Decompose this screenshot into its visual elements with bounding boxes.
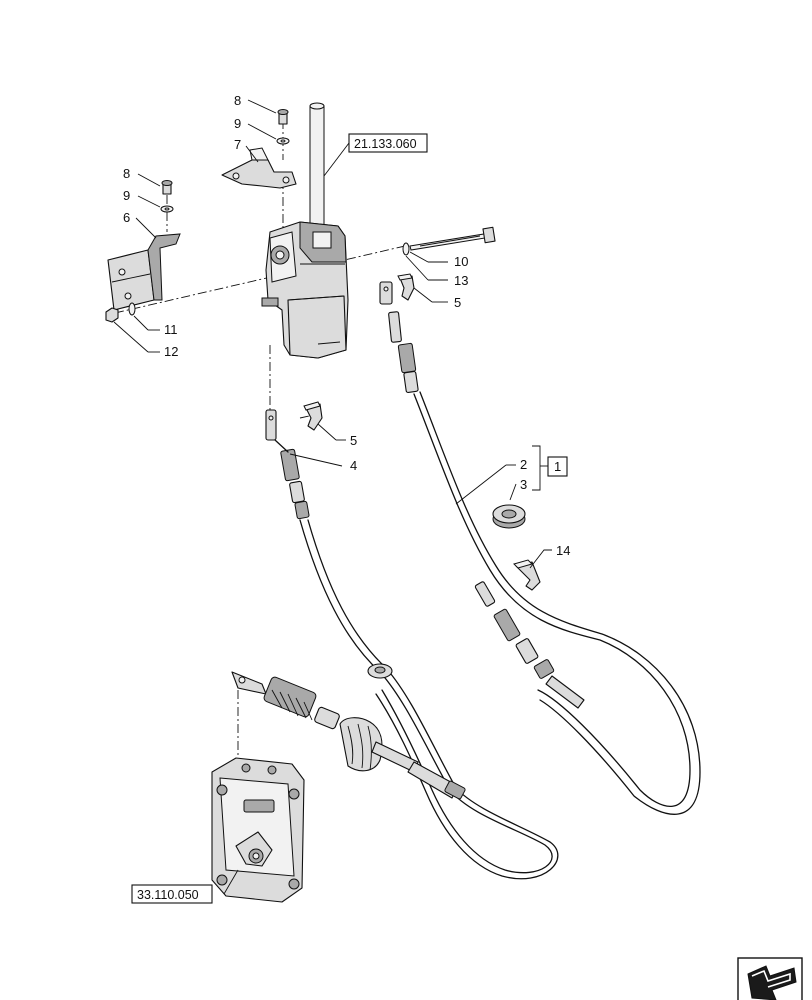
grommet-3 [492, 504, 526, 529]
bolt-10 [409, 226, 496, 251]
reference-bottom-label: 33.110.050 [137, 888, 199, 902]
callout-5-middle: 5 [350, 433, 357, 448]
lower-fork-boot [231, 671, 466, 800]
clip-14 [513, 559, 541, 591]
cable-2 [379, 281, 701, 815]
callout-labels: 8 9 7 8 9 6 10 13 5 11 12 5 4 2 3 14 [123, 93, 570, 558]
reference-bottom[interactable]: 33.110.050 [131, 884, 213, 904]
bolt-8-left [161, 180, 173, 195]
washer-13 [402, 242, 410, 256]
reference-top-label: 21.133.060 [354, 137, 417, 151]
callout-1-box: 1 [547, 456, 568, 477]
callout-2: 2 [520, 457, 527, 472]
back-arrow-icon[interactable] [737, 957, 803, 1000]
callout-5-upper: 5 [454, 295, 461, 310]
cable-4 [265, 409, 559, 880]
assembly-centerlines [114, 120, 406, 760]
washer-9-top [276, 137, 290, 145]
nut-12 [105, 307, 119, 323]
callout-10: 10 [454, 254, 468, 269]
leader-lines [113, 99, 552, 895]
callout-4: 4 [350, 458, 357, 473]
bracket-6 [107, 233, 181, 311]
washer-11 [128, 302, 136, 316]
callout-1: 1 [554, 459, 561, 474]
bolt-8-top [277, 109, 289, 125]
callout-8-top: 8 [234, 93, 241, 108]
callout-9-top: 9 [234, 116, 241, 131]
bracket-7 [221, 147, 297, 189]
clip-5-upper [397, 273, 415, 301]
callout-8-left: 8 [123, 166, 130, 181]
callout-6: 6 [123, 210, 130, 225]
callout-12: 12 [164, 344, 178, 359]
selector-housing [261, 221, 349, 359]
transmission-cover [211, 757, 305, 903]
callout-11: 11 [164, 322, 178, 337]
shift-lever-rod [309, 102, 325, 232]
callout-14: 14 [556, 543, 570, 558]
clip-5-middle [303, 401, 323, 431]
callout-3: 3 [520, 477, 527, 492]
group-bracket [532, 445, 548, 491]
reference-top[interactable]: 21.133.060 [348, 133, 428, 153]
washer-9-left [160, 205, 174, 213]
callout-9-left: 9 [123, 188, 130, 203]
callout-7: 7 [234, 137, 241, 152]
callout-13: 13 [454, 273, 468, 288]
